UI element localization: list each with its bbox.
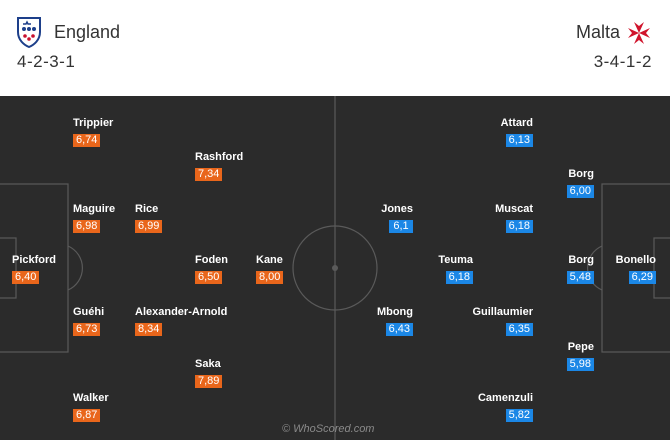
- player-name: Muscat: [495, 203, 533, 215]
- player-name: Pickford: [12, 254, 57, 266]
- away-formation: 3-4-1-2: [593, 52, 652, 71]
- maltese-cross-icon: [628, 22, 650, 44]
- player-rating: 6,18: [505, 220, 533, 233]
- player-name: Walker: [73, 392, 109, 404]
- player-name: Foden: [195, 254, 228, 266]
- home-player-rice[interactable]: Rice 6,99: [135, 203, 163, 233]
- player-rating: 7,89: [195, 375, 223, 388]
- player-name: Attard: [500, 117, 533, 129]
- player-name: Guéhi: [73, 306, 105, 318]
- player-rating: 6,74: [73, 134, 101, 147]
- player-name: Rice: [135, 203, 159, 215]
- player-name: Mbong: [376, 306, 413, 318]
- player-rating: 7,34: [195, 168, 223, 181]
- player-rating: 6,18: [445, 271, 473, 284]
- player-name: Teuma: [438, 254, 473, 266]
- player-name: Rashford: [195, 151, 244, 163]
- player-rating: 6,87: [73, 409, 101, 422]
- away-player-teuma[interactable]: Teuma 6,18: [438, 254, 473, 284]
- home-player-maguire[interactable]: Maguire 6,98: [73, 203, 115, 233]
- player-name: Kane: [256, 254, 283, 266]
- player-rating: 8,00: [256, 271, 284, 284]
- watermark: © WhoScored.com: [282, 423, 375, 435]
- home-formation: 4-2-3-1: [17, 52, 76, 71]
- player-name: Alexander-Arnold: [135, 306, 228, 318]
- pitch-markings: [0, 96, 670, 440]
- player-rating: 6,1: [389, 220, 413, 233]
- player-name: Jones: [381, 203, 413, 215]
- away-team-name: Malta: [575, 22, 620, 42]
- player-rating: 5,98: [566, 358, 594, 371]
- player-name: Borg: [568, 254, 594, 266]
- player-name: Borg: [568, 168, 594, 180]
- player-rating: 6,99: [135, 220, 163, 233]
- player-name: Pepe: [567, 341, 594, 353]
- away-player-borg-top[interactable]: Borg 6,00: [566, 168, 594, 198]
- player-rating: 6,73: [73, 323, 101, 336]
- home-player-alexander-arnold[interactable]: Alexander-Arnold 8,34: [135, 306, 227, 336]
- player-rating: 6,40: [12, 271, 40, 284]
- player-rating: 6,35: [505, 323, 533, 336]
- player-rating: 6,98: [73, 220, 101, 233]
- home-player-kane[interactable]: Kane 8,00: [256, 254, 284, 284]
- home-player-pickford[interactable]: Pickford 6,40: [12, 254, 56, 284]
- player-rating: 6,00: [566, 185, 594, 198]
- away-player-borg-center[interactable]: Borg 5,48: [566, 254, 594, 284]
- player-rating: 6,50: [195, 271, 223, 284]
- away-player-guillaumier[interactable]: Guillaumier 6,35: [472, 306, 533, 336]
- player-rating: 8,34: [135, 323, 163, 336]
- player-name: Camenzuli: [477, 392, 533, 404]
- player-rating: 6,29: [628, 271, 656, 284]
- away-player-attard[interactable]: Attard 6,13: [501, 117, 533, 147]
- away-player-camenzuli[interactable]: Camenzuli 5,82: [478, 392, 533, 422]
- away-player-jones[interactable]: Jones 6,1: [381, 203, 413, 233]
- player-rating: 5,82: [505, 409, 533, 422]
- home-team-name: England: [54, 22, 121, 42]
- home-player-rashford[interactable]: Rashford 7,34: [195, 151, 243, 181]
- england-crest-icon: [17, 17, 41, 48]
- player-name: Saka: [195, 358, 221, 370]
- away-player-mbong[interactable]: Mbong 6,43: [377, 306, 413, 336]
- player-name: Maguire: [73, 203, 116, 215]
- home-player-foden[interactable]: Foden 6,50: [195, 254, 228, 284]
- player-name: Guillaumier: [472, 306, 533, 318]
- home-player-walker[interactable]: Walker 6,87: [73, 392, 109, 422]
- away-player-muscat[interactable]: Muscat 6,18: [495, 203, 533, 233]
- home-player-trippier[interactable]: Trippier 6,74: [73, 117, 113, 147]
- player-name: Trippier: [73, 117, 114, 129]
- home-player-guehi[interactable]: Guéhi 6,73: [73, 306, 104, 336]
- player-name: Bonello: [615, 254, 656, 266]
- home-player-saka[interactable]: Saka 7,89: [195, 358, 223, 388]
- away-player-bonello[interactable]: Bonello 6,29: [616, 254, 656, 284]
- player-rating: 6,43: [385, 323, 413, 336]
- player-rating: 6,13: [505, 134, 533, 147]
- away-player-pepe[interactable]: Pepe 5,98: [566, 341, 594, 371]
- pitch: Pickford 6,40 Trippier 6,74 Maguire 6,98…: [0, 96, 670, 440]
- player-rating: 5,48: [566, 271, 594, 284]
- match-header: England 4-2-3-1 Malta 3-4-1-2: [0, 0, 670, 94]
